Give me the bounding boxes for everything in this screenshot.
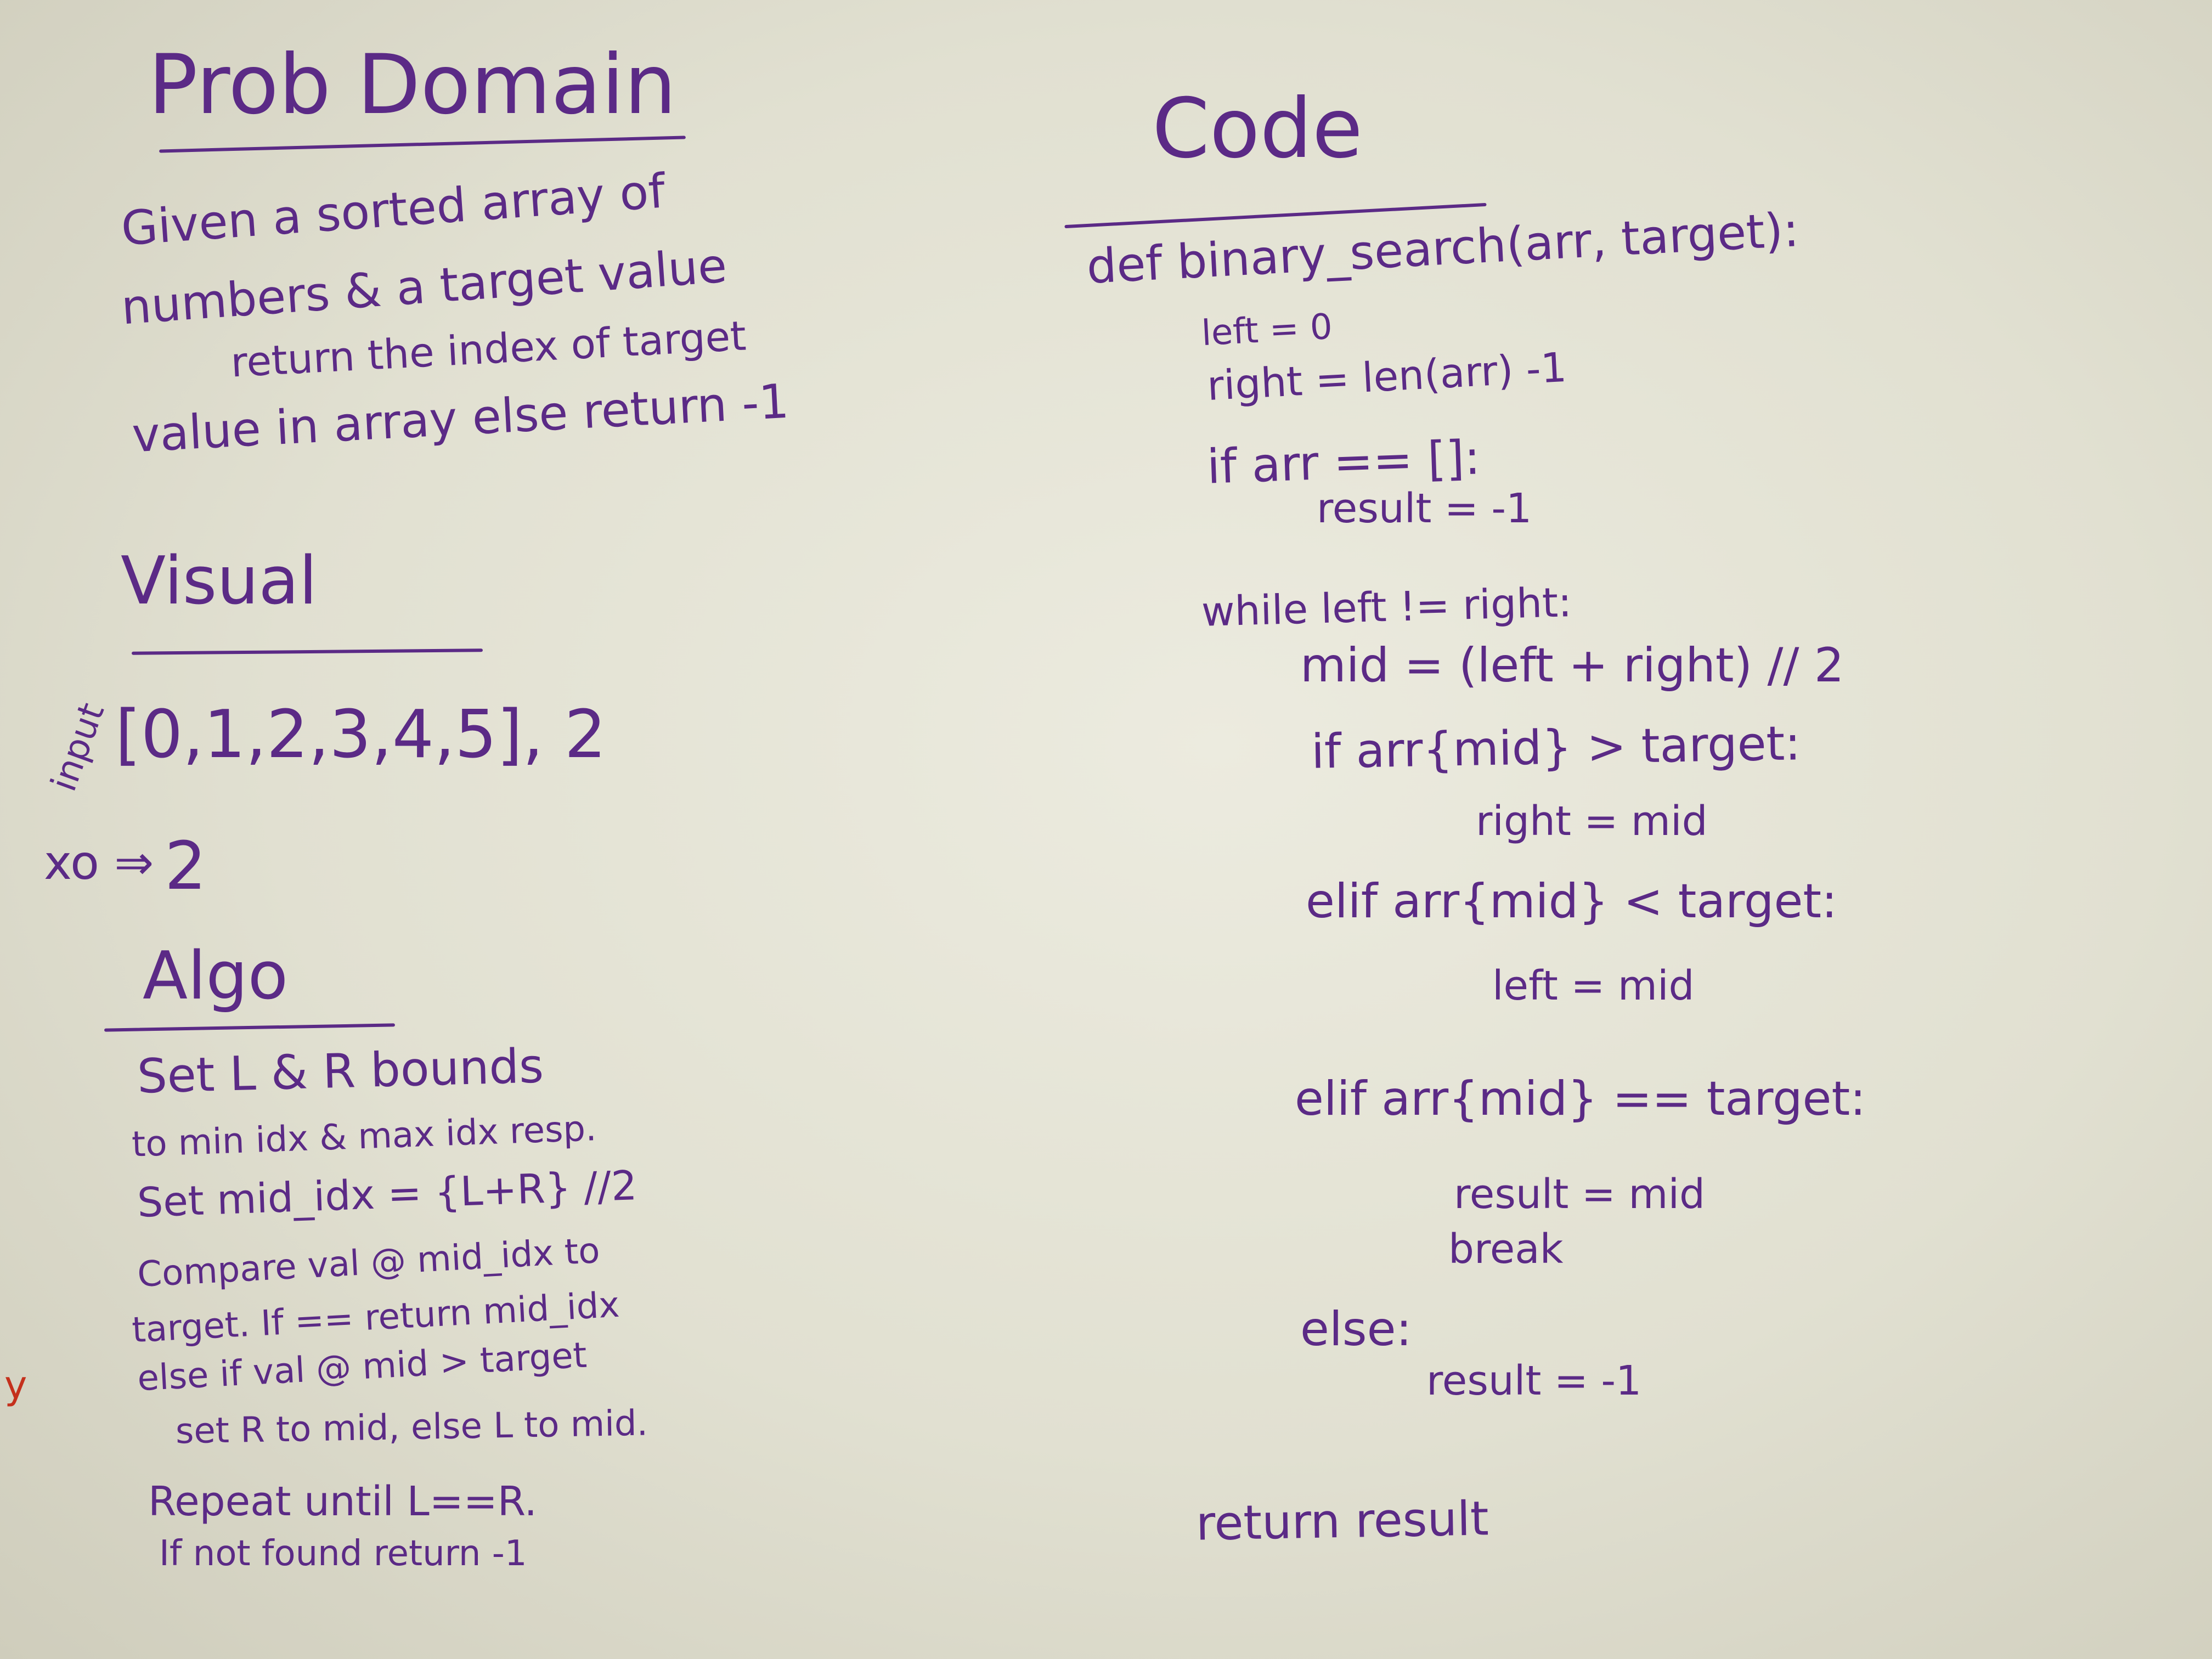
code-line-else: else: bbox=[1300, 1302, 1412, 1357]
code-line-result-not-found: result = -1 bbox=[1426, 1357, 1642, 1404]
prob-domain-line-4: value in array else return -1 bbox=[131, 374, 791, 464]
algo-line-7: set R to mid, else L to mid. bbox=[175, 1403, 648, 1452]
code-title: Code bbox=[1152, 81, 1363, 177]
algo-line-2: to min idx & max idx resp. bbox=[131, 1108, 597, 1165]
prob-domain-underline bbox=[159, 136, 686, 153]
algo-title: Algo bbox=[143, 938, 289, 1014]
code-line-if-greater: if arr{mid} > target: bbox=[1311, 716, 1802, 780]
code-line-left-mid: left = mid bbox=[1492, 962, 1695, 1009]
algo-line-3: Set mid_idx = {L+R} //2 bbox=[136, 1162, 638, 1227]
visual-title: Visual bbox=[121, 543, 318, 619]
code-line-break: break bbox=[1448, 1226, 1564, 1273]
code-line-result-empty: result = -1 bbox=[1317, 485, 1532, 532]
code-line-elif-equal: elif arr{mid} == target: bbox=[1295, 1071, 1866, 1126]
algo-line-1: Set L & R bounds bbox=[136, 1039, 545, 1104]
prob-domain-line-3: return the index of target bbox=[229, 312, 748, 387]
code-line-elif-less: elif arr{mid} < target: bbox=[1306, 874, 1838, 929]
algo-line-9: If not found return -1 bbox=[159, 1533, 527, 1574]
prob-domain-title: Prob Domain bbox=[148, 37, 676, 133]
algo-line-4: Compare val @ mid_idx to bbox=[136, 1230, 601, 1296]
code-line-if-empty: if arr == []: bbox=[1206, 430, 1481, 495]
visual-output: 2 bbox=[165, 828, 207, 905]
visual-input: [0,1,2,3,4,5], 2 bbox=[115, 697, 607, 773]
code-line-while: while left != right: bbox=[1200, 579, 1572, 636]
margin-mark: y bbox=[4, 1363, 27, 1408]
code-line-right-mid: right = mid bbox=[1476, 798, 1708, 845]
prob-domain-line-1: Given a sorted array of bbox=[119, 163, 667, 257]
visual-underline bbox=[131, 648, 483, 655]
visual-output-prefix: xo ⇒ bbox=[44, 836, 154, 890]
visual-input-side-label: input bbox=[43, 697, 113, 797]
code-line-mid: mid = (left + right) // 2 bbox=[1300, 638, 1844, 693]
code-line-return: return result bbox=[1195, 1491, 1489, 1551]
code-line-result-mid: result = mid bbox=[1454, 1171, 1706, 1218]
code-line-left-init: left = 0 bbox=[1200, 306, 1334, 354]
algo-line-8: Repeat until L==R. bbox=[148, 1478, 537, 1525]
algo-underline bbox=[104, 1023, 396, 1032]
code-line-right-init: right = len(arr) -1 bbox=[1206, 343, 1568, 410]
